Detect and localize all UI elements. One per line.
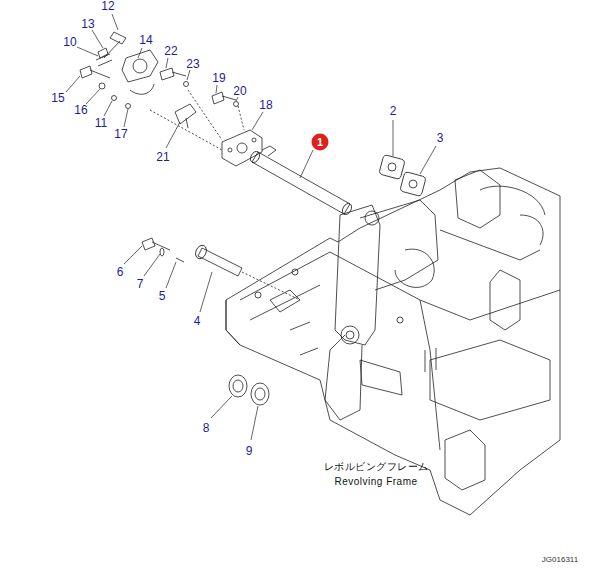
callout-number: 4 xyxy=(194,315,201,327)
callout-number: 18 xyxy=(259,99,272,111)
fasteners xyxy=(80,32,244,150)
drawing-code: JG016311 xyxy=(542,556,578,564)
callout-number: 16 xyxy=(74,104,87,116)
callout-number: 3 xyxy=(437,132,444,144)
callout-number: 10 xyxy=(63,36,76,48)
shims xyxy=(379,154,426,196)
callout-number: 12 xyxy=(101,0,114,12)
callout-number: 8 xyxy=(203,422,210,434)
callout-number: 23 xyxy=(186,58,199,70)
callout-number: 13 xyxy=(81,18,94,30)
callout-number: 6 xyxy=(117,266,124,278)
callout-number: 14 xyxy=(139,34,152,46)
retaining-plate xyxy=(222,130,262,166)
revolving-frame xyxy=(226,168,560,515)
callout-number: 19 xyxy=(212,72,225,84)
frame-caption: Revolving Frame xyxy=(334,477,417,487)
callout-number: 9 xyxy=(246,445,253,457)
callout-number: 2 xyxy=(390,105,397,117)
frame-caption: レボルビングフレーム xyxy=(324,462,429,472)
callout-number: 17 xyxy=(114,128,127,140)
lower-pin xyxy=(142,238,300,300)
callout-number: 7 xyxy=(137,278,144,290)
callout-number: 20 xyxy=(233,85,246,97)
callout-number: 21 xyxy=(156,151,169,163)
washers xyxy=(229,375,269,405)
callout-number: 1 xyxy=(311,133,329,151)
highlight-callout: 1 xyxy=(311,133,329,151)
red-circle-shape xyxy=(312,134,329,151)
callout-number: 5 xyxy=(159,290,166,302)
leader-lines xyxy=(66,14,436,440)
callout-number: 22 xyxy=(164,45,177,57)
boom-foot-pin xyxy=(249,146,354,216)
callout-number: 15 xyxy=(51,92,64,104)
callout-number: 11 xyxy=(95,117,107,129)
